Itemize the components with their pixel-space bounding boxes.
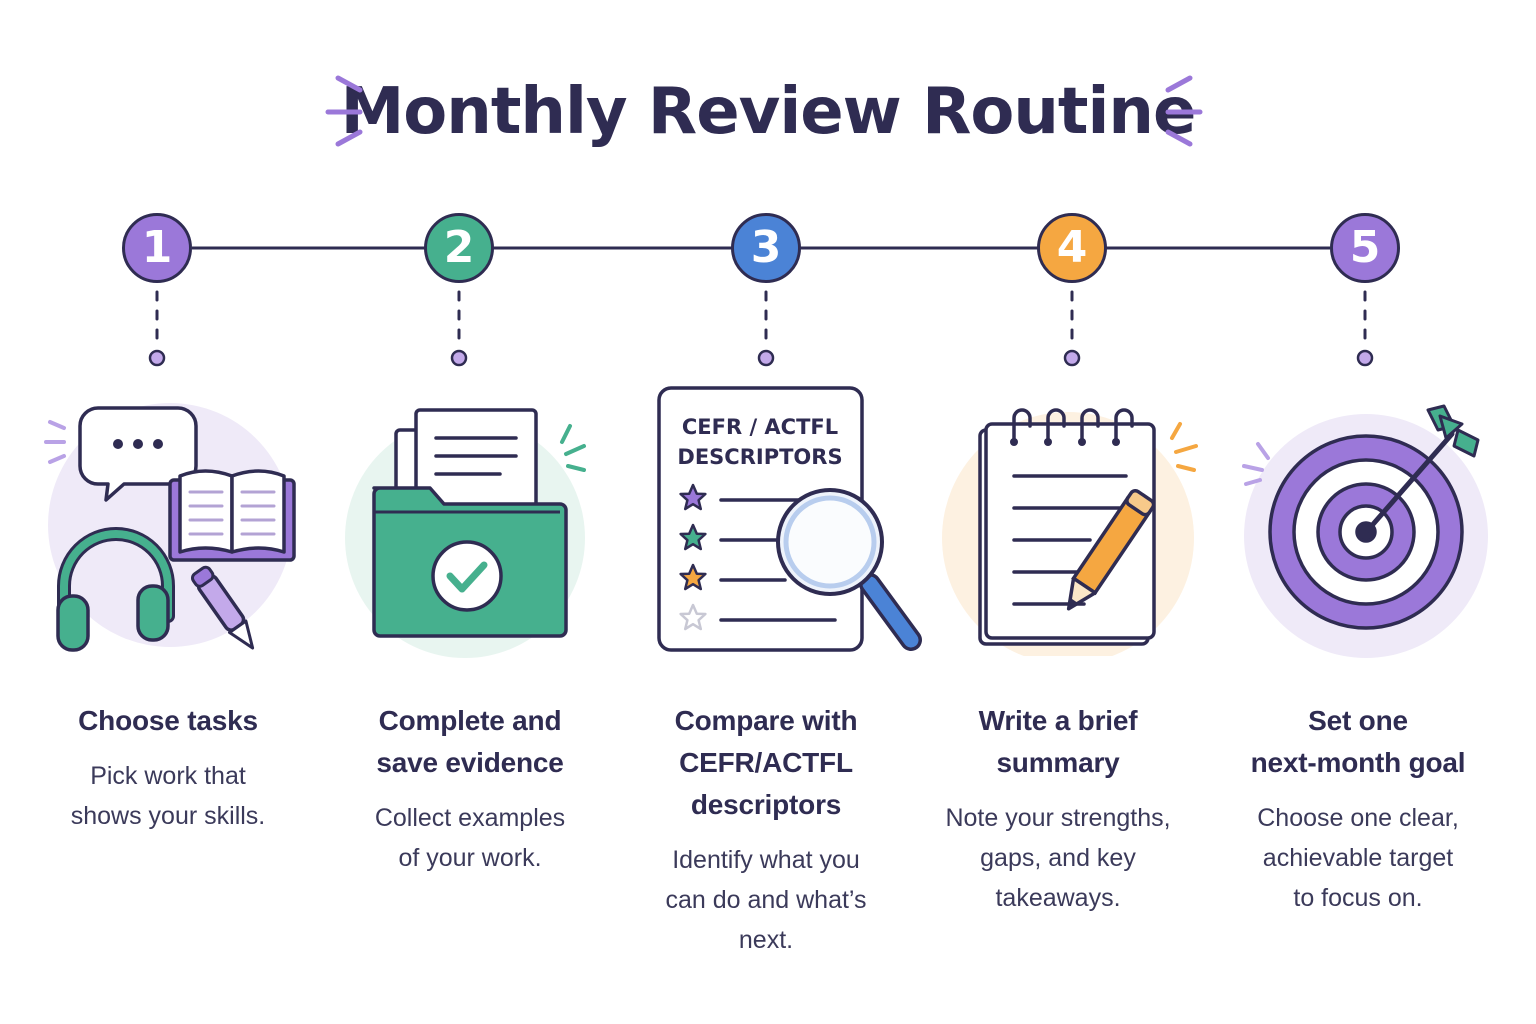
step-5-description: Choose one clear, achievable target to f… (1257, 804, 1459, 912)
star-icon (679, 483, 707, 631)
step-4-number-badge: 4 (1037, 213, 1107, 283)
step-2-description: Collect examples of your work. (374, 804, 566, 872)
step-5-number-badge: 5 (1330, 213, 1400, 283)
left-sparkle-icon (325, 75, 363, 147)
step-2-text: Complete and save evidence Collect examp… (320, 700, 620, 878)
page-title: Monthly Review Routine (340, 75, 1197, 149)
right-sparkle-icon (1165, 75, 1203, 147)
speech-bubble-icon (78, 406, 198, 502)
sparkle-lines (1242, 442, 1270, 486)
checkmark-icon (431, 540, 503, 612)
arrow-icon (1365, 404, 1480, 533)
step-3-title: Compare with CEFR/ACTFL descriptors (674, 705, 858, 820)
step-5-illustration (1242, 404, 1488, 658)
step-4-text: Write a brief summary Note your strength… (908, 700, 1208, 918)
pen-icon (190, 565, 255, 650)
step-3-number-badge: 3 (731, 213, 801, 283)
notepad-icon (978, 408, 1156, 646)
card-heading-line-1: CEFR / ACTFL (682, 415, 838, 439)
sparkle-lines (560, 424, 586, 472)
step-4-description: Note your strengths, gaps, and key takea… (945, 804, 1171, 912)
step-4-illustration (942, 408, 1198, 656)
magnifying-glass-icon (776, 488, 922, 651)
step-1-text: Choose tasks Pick work that shows your s… (18, 700, 318, 836)
step-3-text: Compare with CEFR/ACTFL descriptors Iden… (616, 700, 916, 960)
step-1-number-badge: 1 (122, 213, 192, 283)
headphones-icon (56, 527, 175, 652)
step-5-text: Set one next-month goal Choose one clear… (1208, 700, 1508, 918)
target-icon (1268, 434, 1464, 630)
sparkle-lines (1170, 422, 1198, 472)
step-2-title: Complete and save evidence (376, 705, 564, 778)
title-area: Monthly Review Routine (0, 72, 1536, 162)
step-5-title: Set one next-month goal (1250, 705, 1466, 778)
step-2-illustration (345, 408, 586, 658)
step-4-title: Write a brief summary (978, 705, 1138, 778)
open-book-icon (168, 469, 296, 562)
card-heading-line-2: DESCRIPTORS (677, 445, 842, 469)
step-2-number-badge: 2 (424, 213, 494, 283)
step-1-illustration (44, 403, 296, 652)
step-1-title: Choose tasks (78, 705, 258, 736)
step-3-illustration: CEFR / ACTFL DESCRIPTORS (657, 386, 922, 652)
step-3-description: Identify what you can do and what’s next… (665, 846, 867, 954)
pencil-icon (1066, 488, 1156, 611)
sparkle-lines (44, 420, 66, 464)
step-1-description: Pick work that shows your skills. (70, 762, 266, 830)
